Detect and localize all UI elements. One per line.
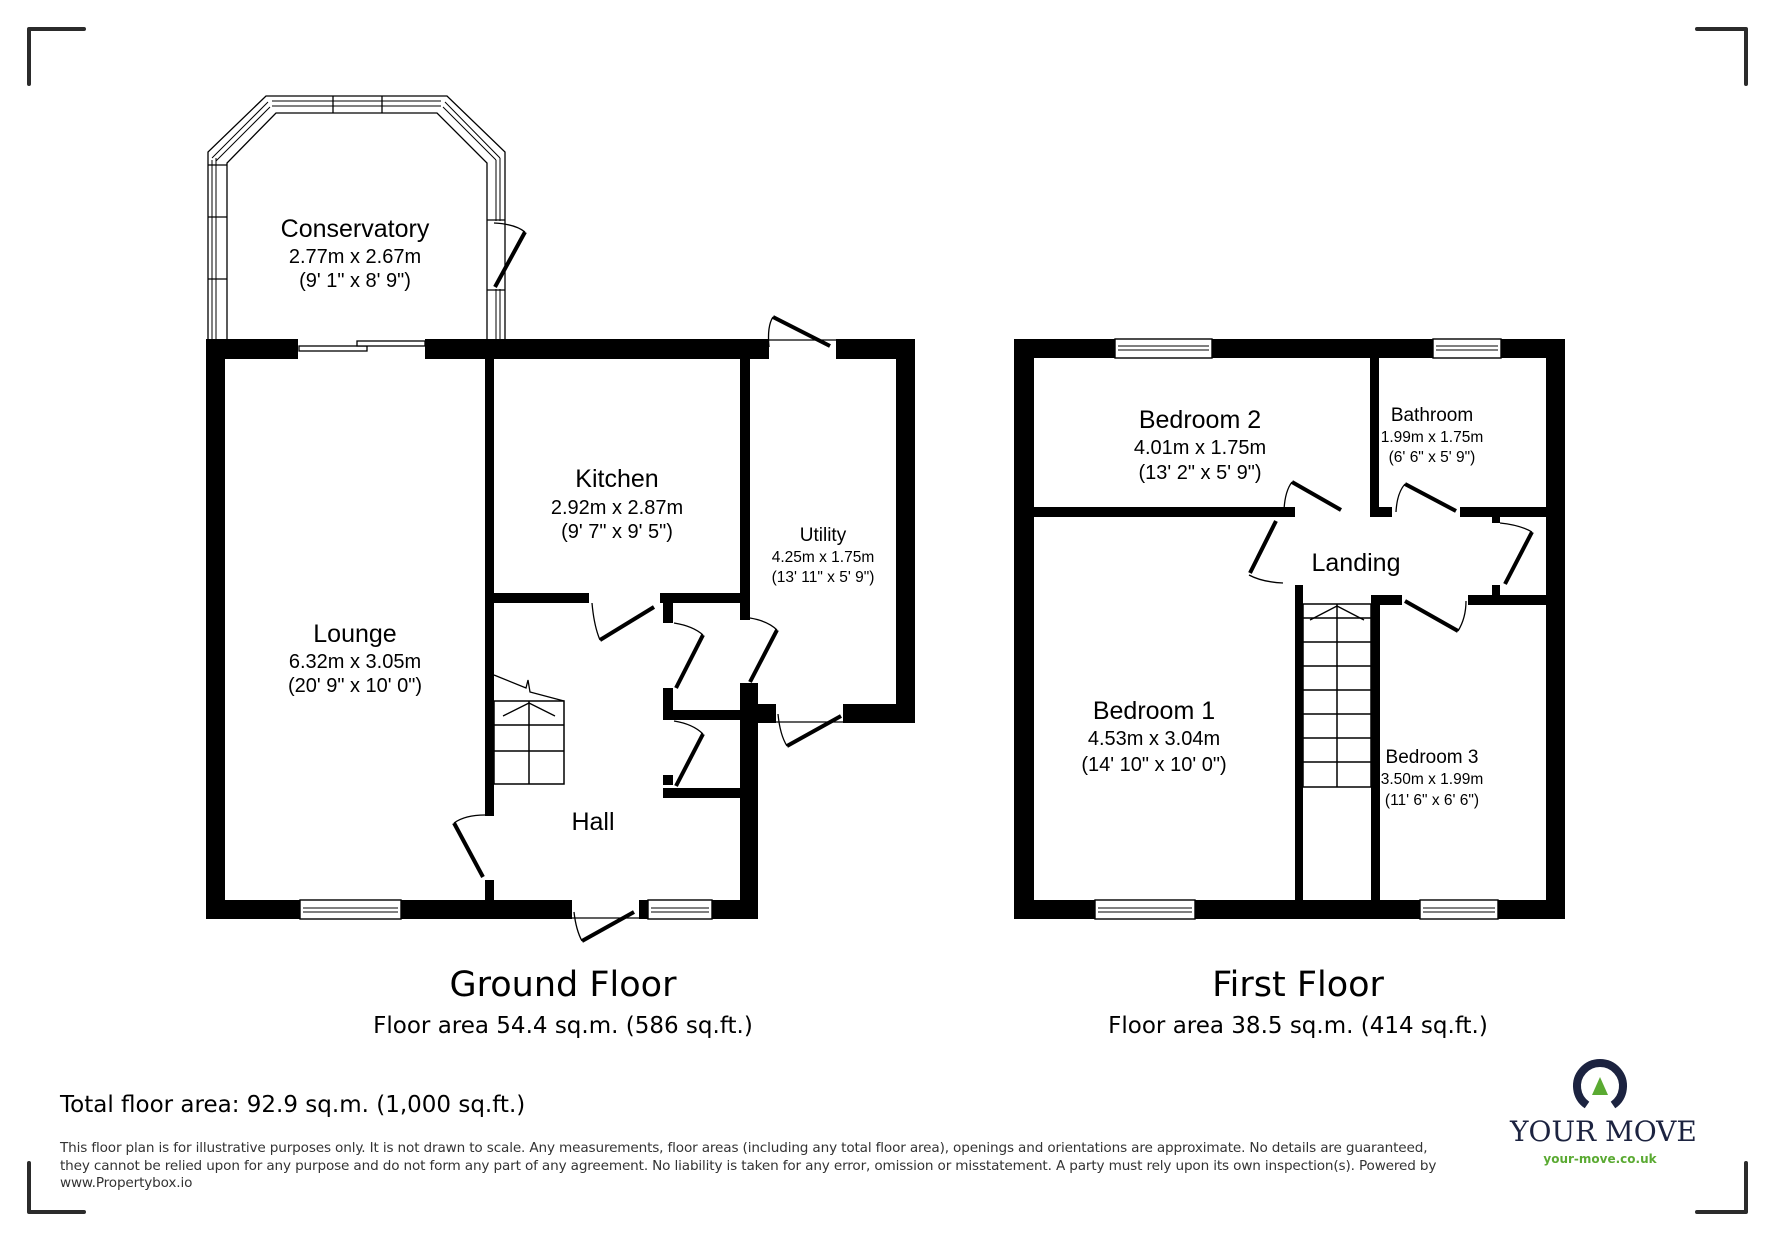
disclaimer-text: This floor plan is for illustrative purp…: [60, 1140, 1437, 1191]
first-floor-walls: [1014, 339, 1565, 919]
conservatory-glazing: [207, 95, 527, 340]
ground-floor-windows: [299, 899, 713, 920]
svg-text:(14' 10" x 10' 0"): (14' 10" x 10' 0"): [1081, 754, 1226, 776]
svg-text:(11' 6" x 6' 6"): (11' 6" x 6' 6"): [1385, 792, 1479, 809]
svg-text:4.53m x 3.04m: 4.53m x 3.04m: [1088, 728, 1220, 750]
room-label-utility: Utility 4.25m x 1.75m (13' 11" x 5' 9"): [772, 525, 875, 586]
room-label-bedroom-3: Bedroom 3 3.50m x 1.99m (11' 6" x 6' 6"): [1381, 747, 1484, 809]
sliding-door: [298, 340, 426, 352]
room-label-hall: Hall: [571, 808, 614, 836]
room-label-lounge: Lounge 6.32m x 3.05m (20' 9" x 10' 0"): [288, 620, 422, 697]
room-label-bedroom-2: Bedroom 2 4.01m x 1.75m (13' 2" x 5' 9"): [1134, 406, 1266, 484]
logo-wordmark: YOUR MOVE: [1510, 1115, 1697, 1148]
ground-floor-area: Floor area 54.4 sq.m. (586 sq.ft.): [373, 1013, 753, 1039]
svg-text:Lounge: Lounge: [313, 620, 396, 648]
room-label-landing: Landing: [1312, 549, 1401, 577]
room-label-kitchen: Kitchen 2.92m x 2.87m (9' 7" x 9' 5"): [551, 465, 683, 543]
crop-marks: [27, 27, 1748, 1214]
svg-text:1.99m x 1.75m: 1.99m x 1.75m: [1381, 429, 1484, 446]
svg-text:6.32m x 3.05m: 6.32m x 3.05m: [289, 651, 421, 673]
total-floor-area: Total floor area: 92.9 sq.m. (1,000 sq.f…: [60, 1092, 526, 1118]
svg-text:(13' 11" x 5' 9"): (13' 11" x 5' 9"): [772, 569, 875, 586]
svg-text:4.25m x 1.75m: 4.25m x 1.75m: [772, 549, 875, 566]
svg-text:Conservatory: Conservatory: [281, 215, 430, 243]
first-floor-plan: Bedroom 2 4.01m x 1.75m (13' 2" x 5' 9")…: [1014, 338, 1565, 920]
svg-text:2.77m x 2.67m: 2.77m x 2.67m: [289, 246, 421, 268]
ground-floor-doors: [452, 602, 843, 943]
ground-floor-title: Ground Floor: [449, 965, 677, 1005]
svg-text:(6' 6" x 5' 9"): (6' 6" x 5' 9"): [1389, 449, 1476, 466]
ground-floor-stairs: [493, 674, 565, 785]
room-label-bedroom-1: Bedroom 1 4.53m x 3.04m (14' 10" x 10' 0…: [1081, 697, 1226, 776]
svg-text:Bedroom 3: Bedroom 3: [1386, 747, 1479, 768]
ground-floor-plan: Conservatory 2.77m x 2.67m (9' 1" x 8' 9…: [206, 95, 915, 943]
room-label-conservatory: Conservatory 2.77m x 2.67m (9' 1" x 8' 9…: [281, 215, 430, 292]
first-floor-doors: [1248, 480, 1534, 633]
svg-text:Landing: Landing: [1312, 549, 1401, 577]
first-floor-title: First Floor: [1212, 965, 1384, 1005]
svg-text:Bedroom 1: Bedroom 1: [1093, 697, 1215, 725]
first-floor-area: Floor area 38.5 sq.m. (414 sq.ft.): [1108, 1013, 1488, 1039]
svg-text:(9' 1" x 8' 9"): (9' 1" x 8' 9"): [299, 270, 411, 292]
svg-text:(13' 2" x 5' 9"): (13' 2" x 5' 9"): [1139, 462, 1262, 484]
svg-text:Hall: Hall: [571, 808, 614, 836]
svg-text:3.50m x 1.99m: 3.50m x 1.99m: [1381, 771, 1484, 788]
svg-text:4.01m x 1.75m: 4.01m x 1.75m: [1134, 437, 1266, 459]
svg-text:Bathroom: Bathroom: [1391, 405, 1473, 426]
svg-text:(9' 7" x 9' 5"): (9' 7" x 9' 5"): [561, 521, 673, 543]
first-floor-stairs: [1302, 603, 1372, 788]
svg-text:(20' 9" x 10' 0"): (20' 9" x 10' 0"): [288, 675, 422, 697]
your-move-ring-arrow-icon: [1573, 1059, 1627, 1109]
room-label-bathroom: Bathroom 1.99m x 1.75m (6' 6" x 5' 9"): [1381, 405, 1484, 466]
svg-text:Utility: Utility: [800, 525, 847, 546]
your-move-logo: YOUR MOVE your-move.co.uk: [1510, 1055, 1697, 1166]
logo-url: your-move.co.uk: [1543, 1152, 1657, 1166]
svg-text:2.92m x 2.87m: 2.92m x 2.87m: [551, 497, 683, 519]
svg-text:Kitchen: Kitchen: [575, 465, 658, 493]
first-floor-windows: [1094, 338, 1502, 920]
utility-back-door: [767, 315, 836, 348]
svg-text:Bedroom 2: Bedroom 2: [1139, 406, 1261, 434]
